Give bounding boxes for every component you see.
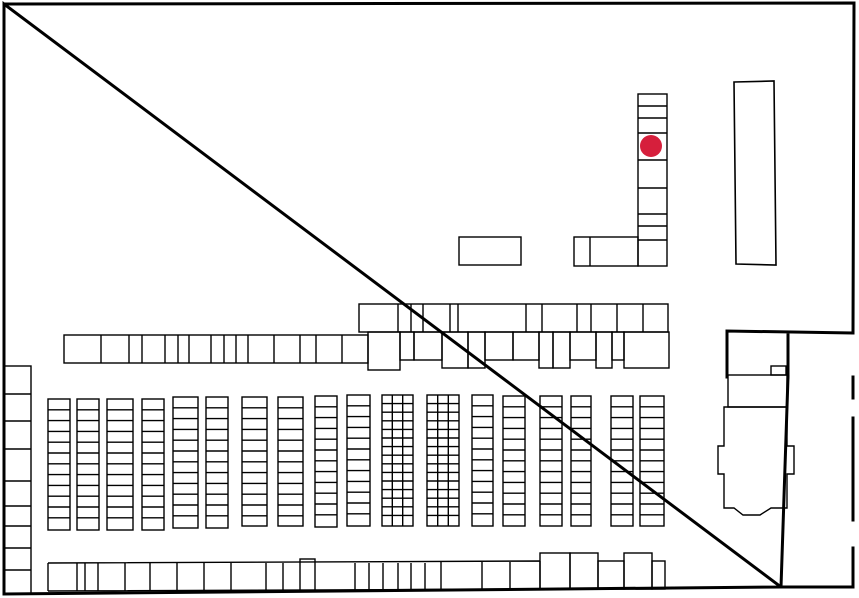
aisle-shelf-unit xyxy=(502,395,526,527)
aisle-shelf-unit xyxy=(381,394,414,527)
service-room-fixture xyxy=(717,365,795,516)
aisle-shelf-unit xyxy=(205,396,229,529)
tall-shelf-right xyxy=(733,80,777,266)
aisle-shelf-unit xyxy=(471,394,494,527)
aisle-shelf-unit xyxy=(314,395,338,528)
aisle-shelf-unit xyxy=(346,394,371,527)
aisle-shelf-unit xyxy=(141,398,165,531)
bottom-horizontal-shelf xyxy=(47,552,666,592)
vertical-shelf-right xyxy=(637,93,668,267)
aisle-shelf-unit xyxy=(539,395,563,527)
aisle-shelf-unit xyxy=(277,396,304,527)
middle-horizontal-shelf xyxy=(63,331,670,371)
aisle-shelves xyxy=(47,394,665,531)
left-wall-shelf xyxy=(3,365,32,595)
aisle-shelf-unit xyxy=(426,394,460,527)
aisle-shelf-unit xyxy=(47,398,71,531)
aisle-shelf-unit xyxy=(639,395,665,527)
service-room-wall xyxy=(725,329,855,589)
aisle-shelf-unit xyxy=(241,396,268,527)
aisle-shelf-unit xyxy=(610,395,634,527)
aisle-shelf-unit xyxy=(172,396,199,529)
upper-horizontal-shelf xyxy=(358,303,669,333)
aisle-shelf-unit xyxy=(76,398,100,531)
short-shelf-junction xyxy=(573,236,639,267)
location-marker[interactable] xyxy=(640,135,662,157)
aisle-shelf-unit xyxy=(106,398,134,531)
island-shelf xyxy=(458,236,522,266)
aisle-shelf-unit xyxy=(570,395,592,527)
